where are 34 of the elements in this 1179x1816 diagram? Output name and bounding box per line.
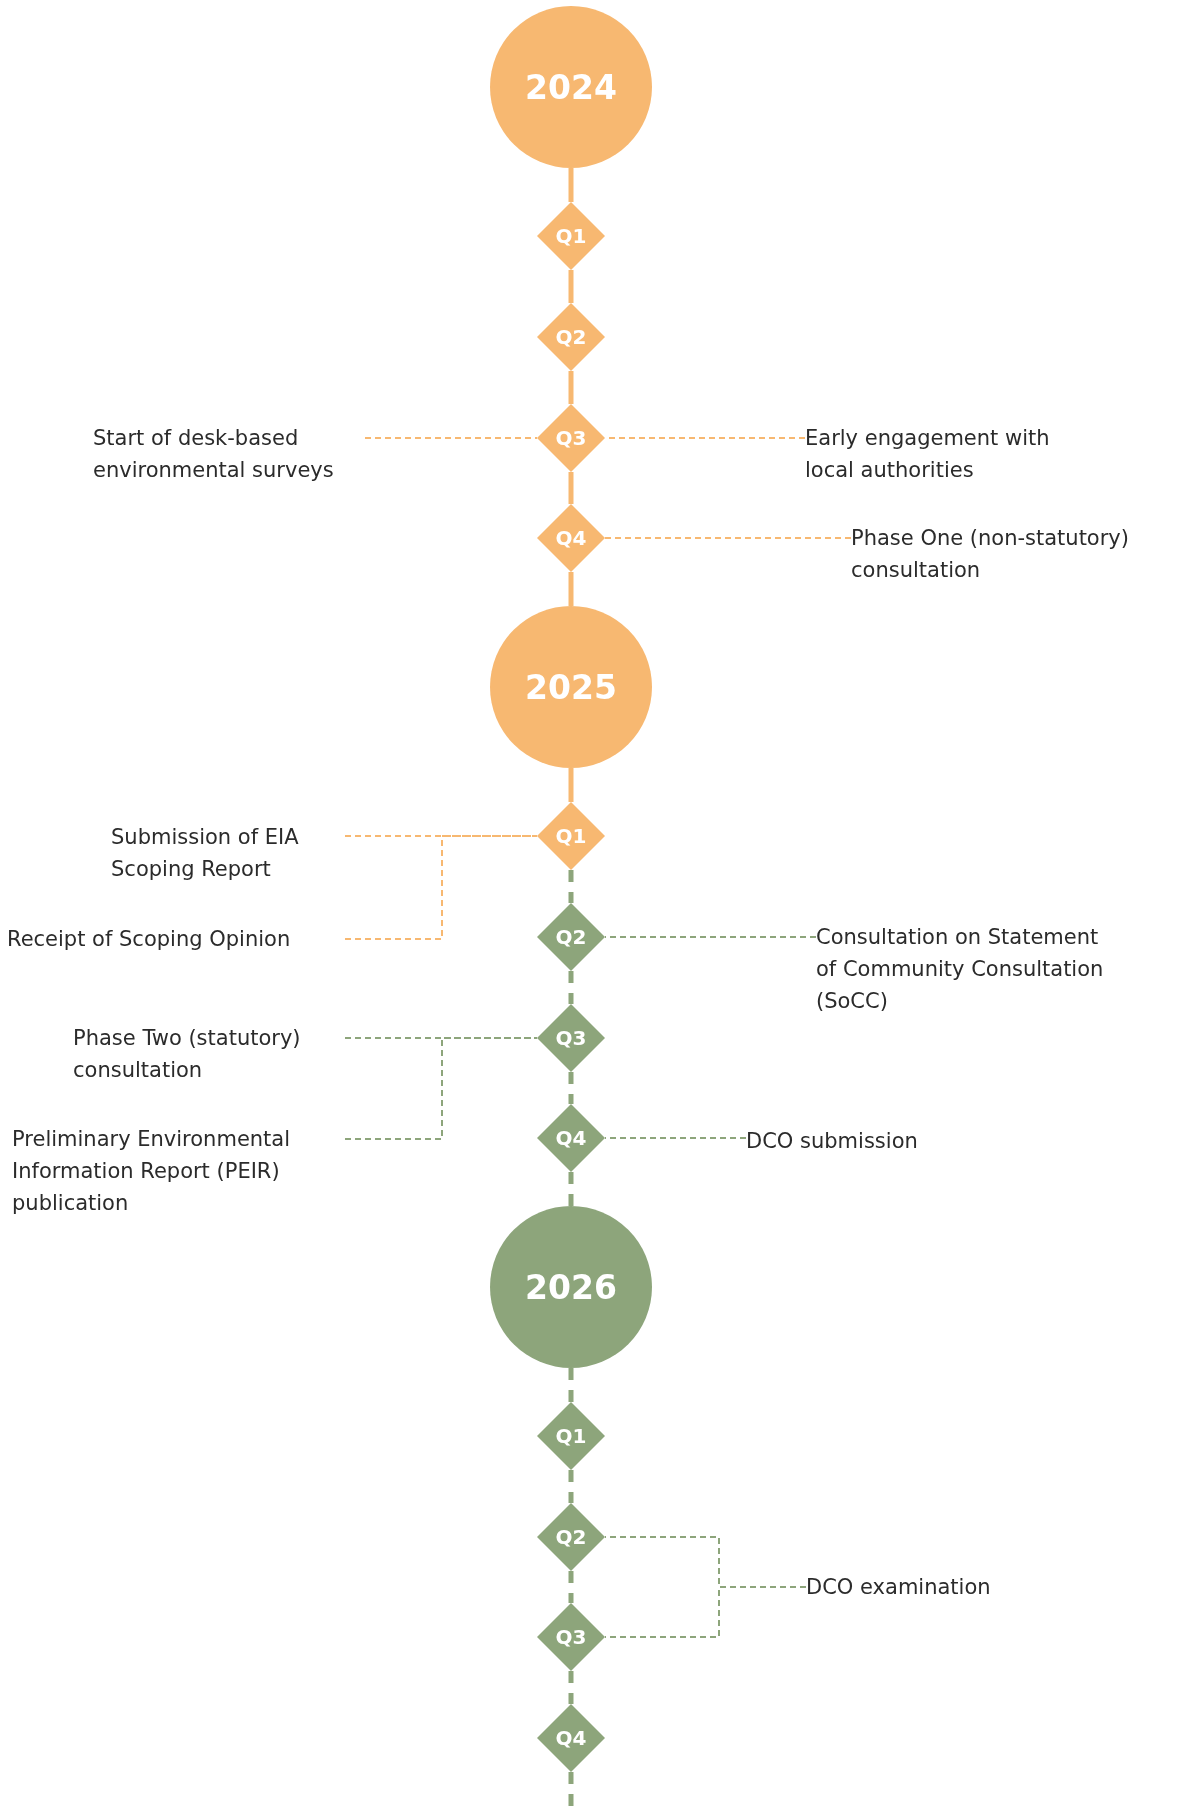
milestone-text: Start of desk-based environmental surveys xyxy=(93,422,365,486)
timeline-line xyxy=(568,1172,574,1206)
year-circle: 2026 xyxy=(490,1206,652,1368)
milestone-text: Phase One (non-statutory) consultation xyxy=(851,522,1176,586)
leader-line xyxy=(604,936,817,938)
timeline-line xyxy=(568,270,574,303)
timeline-line xyxy=(568,1072,574,1104)
leader-line xyxy=(344,835,538,940)
milestone-text: Submission of EIA Scoping Report xyxy=(111,821,345,885)
leader-line xyxy=(604,1137,747,1139)
leader-line xyxy=(604,537,852,539)
year-circle: 2025 xyxy=(490,606,652,768)
timeline-line xyxy=(568,168,574,202)
timeline-line xyxy=(568,971,574,1004)
timeline-line xyxy=(568,1571,574,1603)
timeline-line xyxy=(568,870,574,903)
timeline-line xyxy=(568,472,574,504)
milestone-text: Early engagement with local authorities xyxy=(805,422,1105,486)
milestone-text: Phase Two (statutory) consultation xyxy=(73,1022,345,1086)
timeline-line xyxy=(568,572,574,606)
year-circle: 2024 xyxy=(490,6,652,168)
milestone-text: Receipt of Scoping Opinion xyxy=(7,923,345,955)
leader-line xyxy=(364,437,538,439)
milestone-text: Preliminary Environmental Information Report (PEIR) publication xyxy=(12,1123,345,1219)
timeline-line xyxy=(568,1368,574,1402)
timeline-line xyxy=(568,1470,574,1503)
timeline-line xyxy=(568,371,574,404)
leader-line xyxy=(604,1586,807,1638)
milestone-text: Consultation on Statement of Community Consultation (SoCC) xyxy=(816,921,1106,1017)
timeline-line xyxy=(568,768,574,802)
leader-line xyxy=(344,1037,538,1140)
milestone-text: DCO examination xyxy=(806,1571,1026,1603)
milestone-text: DCO submission xyxy=(746,1125,966,1157)
timeline-line xyxy=(568,1671,574,1704)
